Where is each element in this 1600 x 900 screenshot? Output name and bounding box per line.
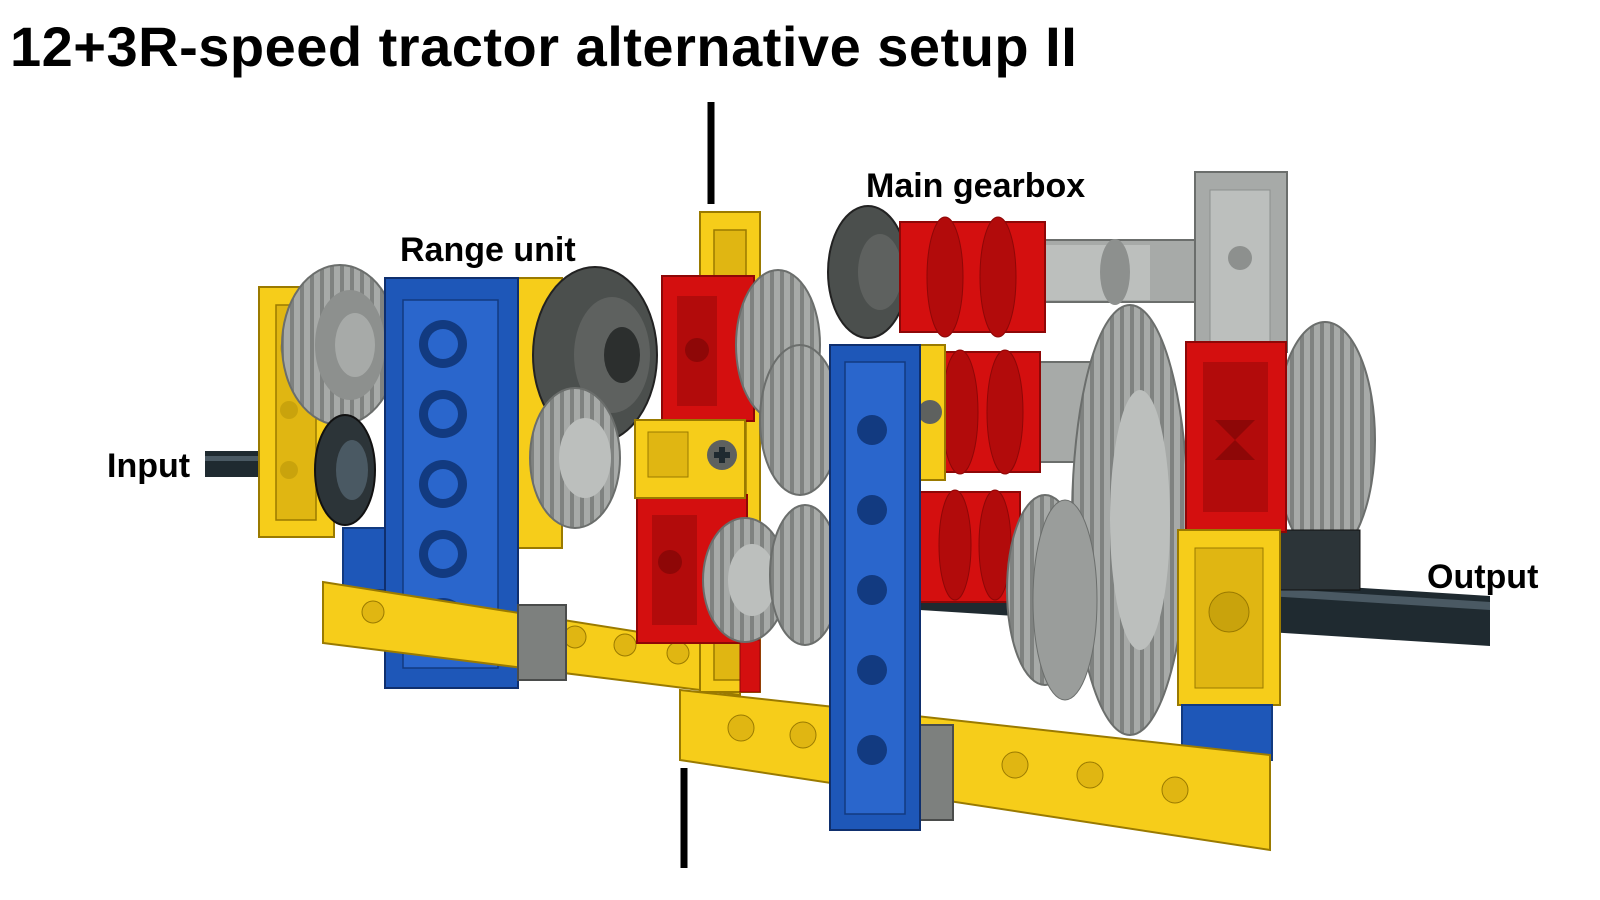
page-title: 12+3R-speed tractor alternative setup II [10,15,1078,78]
gray-block-left [517,604,567,681]
output-gear-right [1274,321,1376,591]
range-input-gear-dark [314,414,376,526]
range-blue-beam-rear [342,527,389,591]
main-gear-dark-top [827,205,909,339]
range-input-gear-large [281,264,399,426]
main-gear-large-right [1071,304,1189,736]
main-gear-medium-right [1006,494,1098,701]
main-gear-left-stack [735,269,841,496]
range-light-gear [529,387,621,529]
output-yellow-block [1177,529,1281,706]
output-gray-beam [1194,171,1288,353]
red-beam-lower [739,639,761,693]
output-red-block [1185,341,1287,533]
input-label: Input [107,447,191,485]
main-gearbox-label: Main gearbox [866,167,1086,205]
red-shifter-upper [661,275,755,422]
center-gear-lower [702,517,788,643]
main-red-synchro-lower [919,489,1021,603]
output-label: Output [1427,558,1539,596]
main-red-synchro-top [899,216,1046,338]
range-unit-label: Range unit [400,231,576,269]
main-blue-beam [829,344,946,831]
yellow-cross-block [634,419,746,499]
base-plate-front [679,688,1271,852]
